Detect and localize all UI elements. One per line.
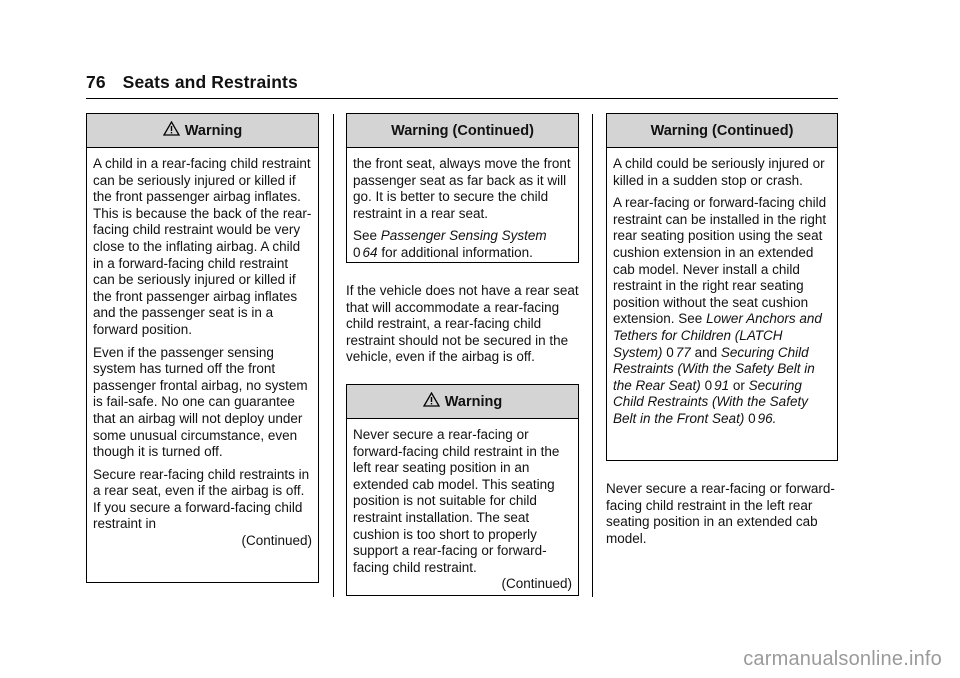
reference-link-passenger-sensing[interactable]: Passenger Sensing System xyxy=(380,228,547,244)
page-number: 76 xyxy=(86,72,106,92)
warning-paragraph: Even if the passenger sensing system has… xyxy=(93,344,308,460)
warning-paragraph: Secure rear-facing child restraints in a… xyxy=(93,466,310,532)
warning-paragraph: Never secure a rear-facing or forward-fa… xyxy=(353,427,560,575)
warning-heading: Warning xyxy=(87,114,318,148)
column-divider-2 xyxy=(592,114,593,597)
warning-continued-heading: Warning (Continued) xyxy=(607,114,837,148)
page-arrow-icon: 0 xyxy=(748,410,756,426)
warning-heading: Warning xyxy=(347,385,578,419)
body-paragraph: Never secure a rear-facing or forward-fa… xyxy=(606,481,835,546)
page-arrow-icon: 0 xyxy=(704,377,713,393)
page-ref-64[interactable]: 64 xyxy=(362,244,378,260)
body-text-col3: Never secure a rear-facing or forward-fa… xyxy=(606,481,838,547)
page-ref-91[interactable]: 91 xyxy=(714,377,730,393)
page-ref-96[interactable]: 96. xyxy=(757,410,777,426)
body-paragraph: If the vehicle does not have a rear seat… xyxy=(346,283,579,365)
warning-paragraph: A child in a rear-facing child restraint… xyxy=(93,156,312,337)
reference-link-front-seat[interactable]: Securing Child Restraints (With the Safe… xyxy=(613,377,808,426)
warning-heading-text: Warning xyxy=(184,122,243,139)
warning-paragraph: A child could be seriously injured or ki… xyxy=(613,156,825,188)
warning-heading-text: Warning xyxy=(444,393,503,410)
header-rule xyxy=(86,98,838,99)
page-arrow-icon: 0 xyxy=(353,244,361,260)
continued-label: (Continued) xyxy=(241,533,312,549)
reference-link-rear-seat[interactable]: Securing Child Restraints (With the Safe… xyxy=(613,344,815,393)
warning-box-col2: Warning Never secure a rear-facing or fo… xyxy=(346,384,579,596)
page-ref-77[interactable]: 77 xyxy=(675,344,691,360)
or-word: or xyxy=(732,377,745,393)
warning-continued-heading-text: Warning (Continued) xyxy=(650,122,794,139)
warning-paragraph: the front seat, always move the front pa… xyxy=(353,156,571,221)
warning-box-col1: Warning A child in a rear-facing child r… xyxy=(86,113,319,583)
warning-continued-heading-text: Warning (Continued) xyxy=(391,122,534,139)
warning-triangle-icon xyxy=(162,121,180,136)
warning-paragraph-references: A rear-facing or forward-facing child re… xyxy=(613,195,831,427)
and-word: and xyxy=(694,344,718,360)
page-arrow-icon: 0 xyxy=(666,344,674,360)
warning-continued-box-col3: Warning (Continued) A child could be ser… xyxy=(606,113,838,461)
continued-label: (Continued) xyxy=(501,576,572,592)
warning-continued-heading: Warning (Continued) xyxy=(347,114,578,148)
warning-continued-box-col2: Warning (Continued) the front seat, alwa… xyxy=(346,113,579,263)
page-header: 76 Seats and Restraints xyxy=(86,72,298,93)
see-prefix: See xyxy=(353,228,378,244)
body-text-col2: If the vehicle does not have a rear seat… xyxy=(346,283,586,366)
reference-link-latch[interactable]: Lower Anchors and Tethers for Children (… xyxy=(613,311,822,360)
column-divider-1 xyxy=(333,114,334,597)
see-suffix: for additional information. xyxy=(381,244,533,260)
warning-text: A rear-facing or forward-facing child re… xyxy=(613,195,827,327)
watermark: carmanualsonline.info xyxy=(743,648,942,670)
warning-triangle-icon xyxy=(422,392,440,407)
section-title: Seats and Restraints xyxy=(122,72,298,92)
